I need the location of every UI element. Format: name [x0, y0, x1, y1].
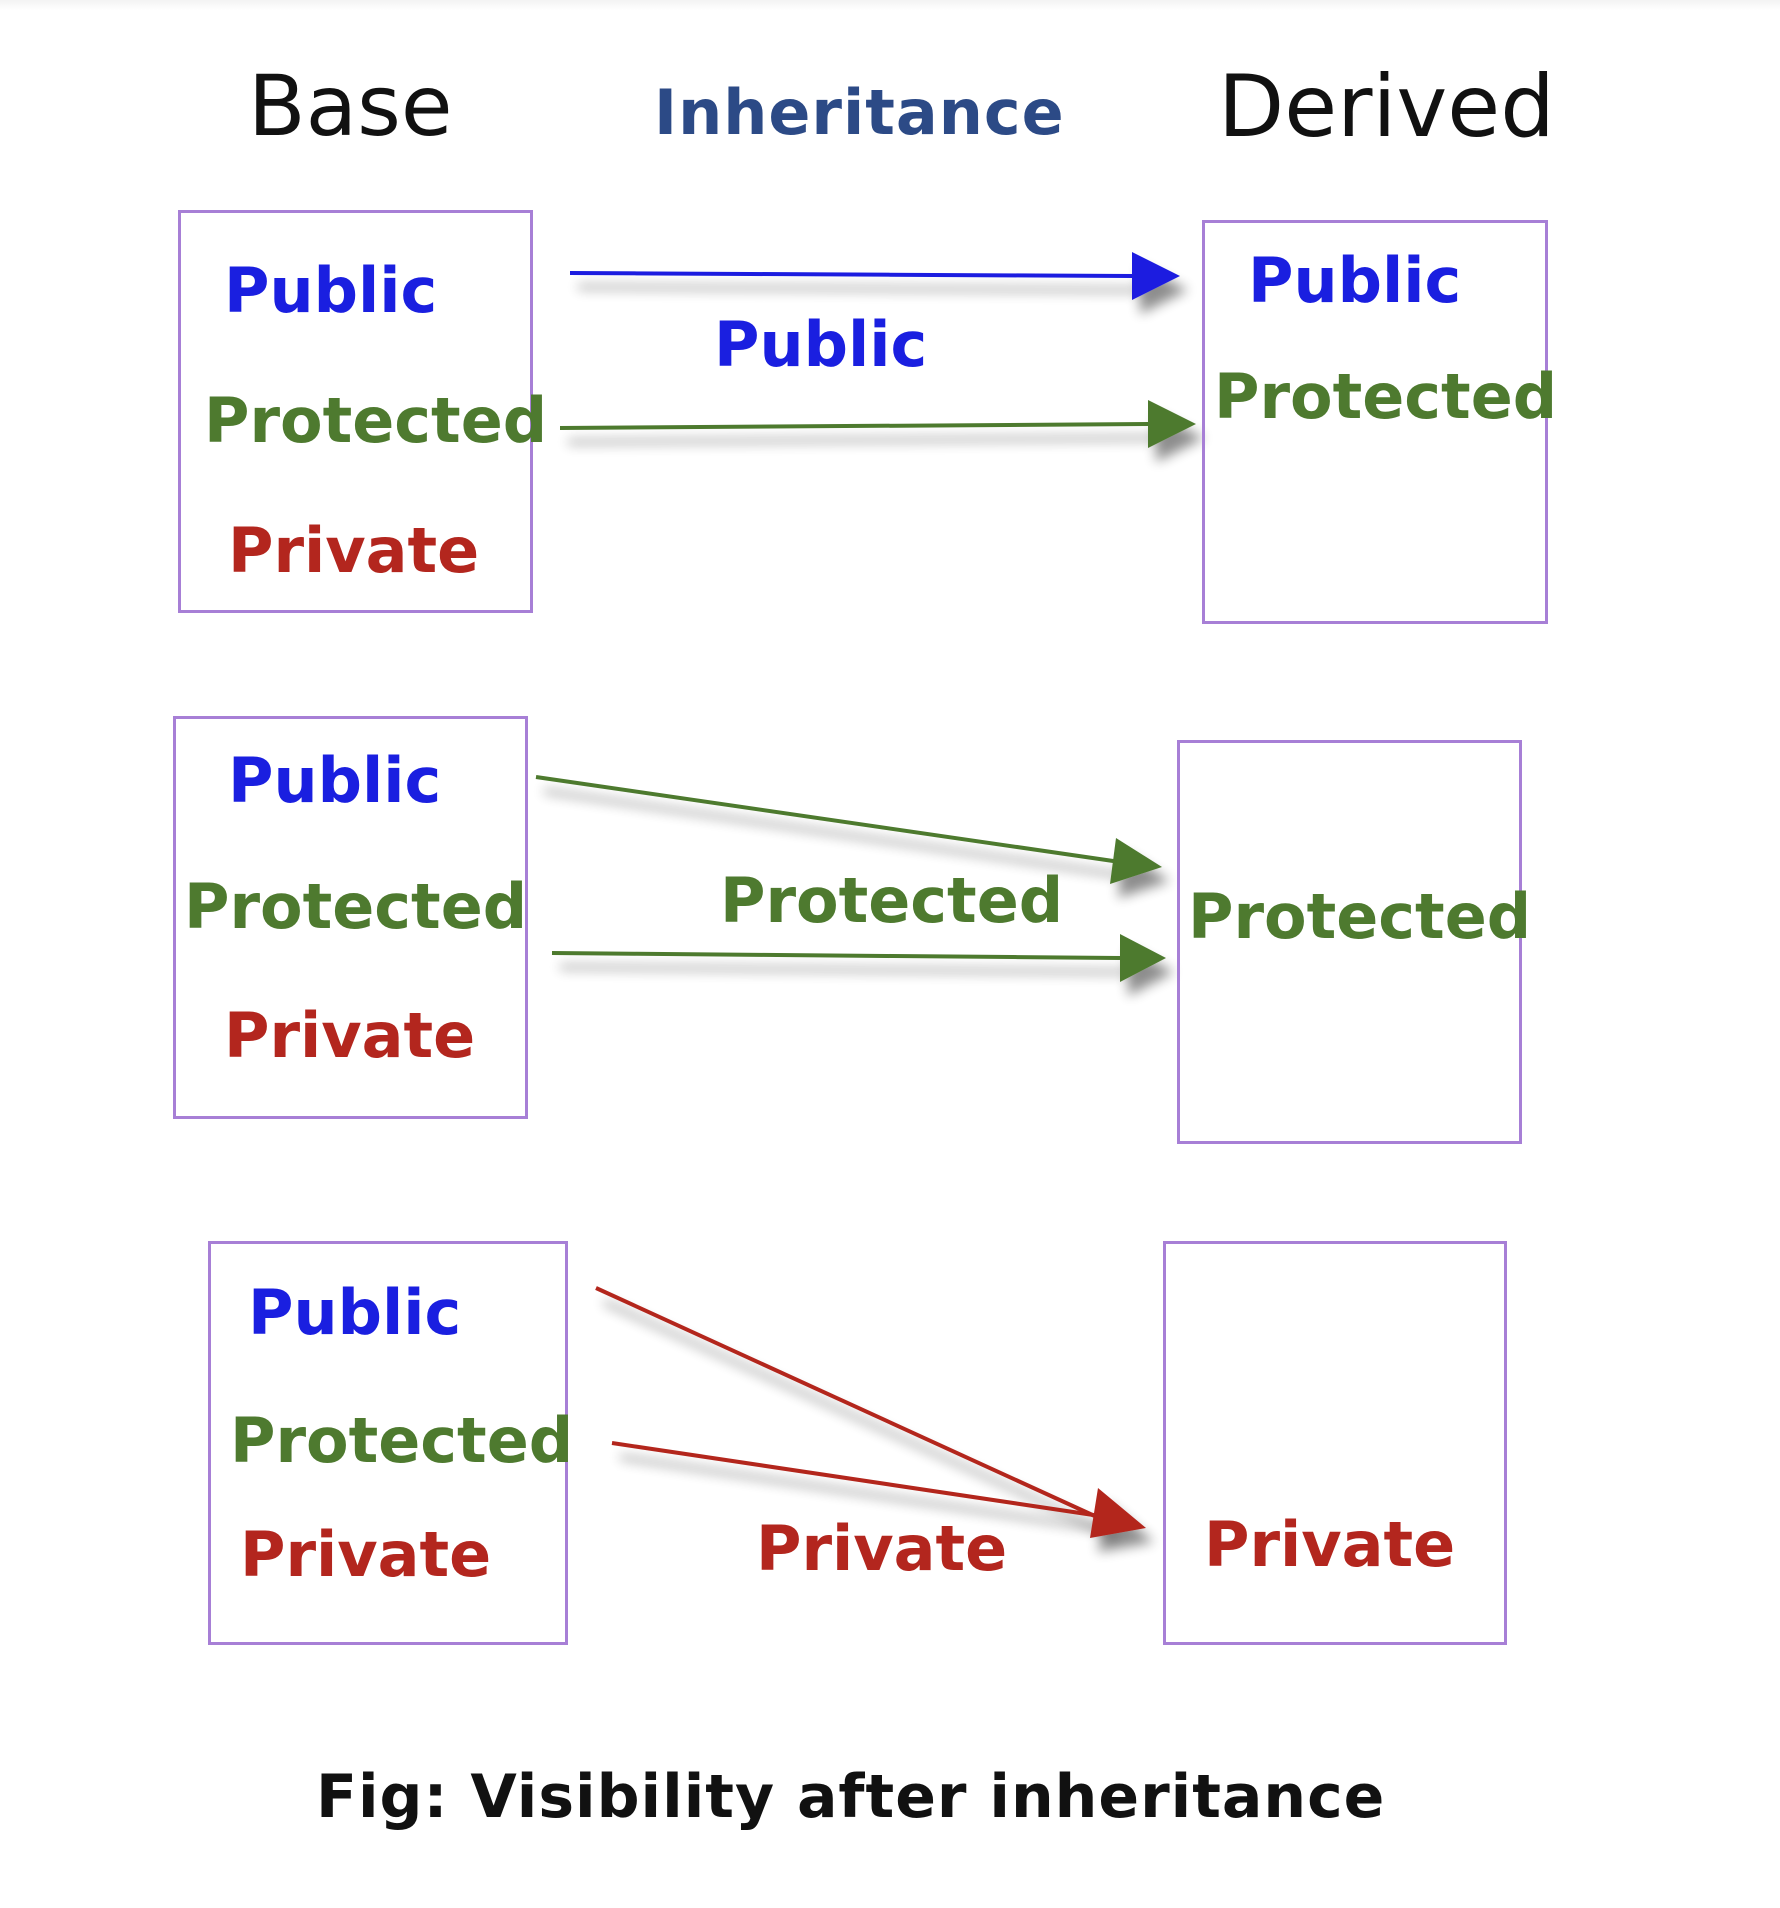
arrow-protected-to-private-row3 — [611, 1441, 1146, 1538]
base-column-header: Base — [248, 57, 453, 155]
derived-class-box-row2 — [1177, 740, 1522, 1144]
arrow-public-to-private-row3 — [595, 1286, 1111, 1525]
base-protected-label-row1: Protected — [204, 384, 548, 457]
derived-protected-label-row1: Protected — [1214, 360, 1558, 433]
inheritance-mode-label-private: Private — [756, 1512, 1008, 1585]
arrow-public-to-public — [569, 252, 1180, 300]
base-private-label-row3: Private — [240, 1518, 492, 1591]
figure-caption: Fig: Visibility after inheritance — [316, 1762, 1386, 1832]
base-class-box-row1 — [178, 210, 533, 613]
base-protected-label-row3: Protected — [230, 1404, 574, 1477]
arrow-public-to-protected-row2 — [535, 775, 1162, 884]
base-public-label-row3: Public — [248, 1276, 462, 1349]
base-public-label-row1: Public — [224, 254, 438, 327]
base-class-box-row2 — [173, 716, 528, 1119]
base-protected-label-row2: Protected — [184, 870, 528, 943]
arrow-protected-to-protected-row2 — [551, 934, 1166, 982]
arrow-protected-to-protected-row1 — [559, 400, 1196, 448]
derived-class-box-row3 — [1163, 1241, 1507, 1645]
derived-protected-label-row2: Protected — [1188, 880, 1532, 953]
base-private-label-row1: Private — [228, 514, 480, 587]
derived-class-box-row1 — [1202, 220, 1548, 624]
top-strip — [0, 0, 1780, 10]
derived-private-label-row3: Private — [1204, 1508, 1456, 1581]
derived-public-label-row1: Public — [1248, 244, 1462, 317]
base-private-label-row2: Private — [224, 999, 476, 1072]
base-public-label-row2: Public — [228, 744, 442, 817]
inheritance-column-header: Inheritance — [654, 76, 1065, 149]
inheritance-mode-label-protected: Protected — [720, 864, 1064, 937]
base-class-box-row3 — [208, 1241, 568, 1645]
derived-column-header: Derived — [1218, 57, 1555, 157]
inheritance-mode-label-public: Public — [714, 308, 928, 381]
